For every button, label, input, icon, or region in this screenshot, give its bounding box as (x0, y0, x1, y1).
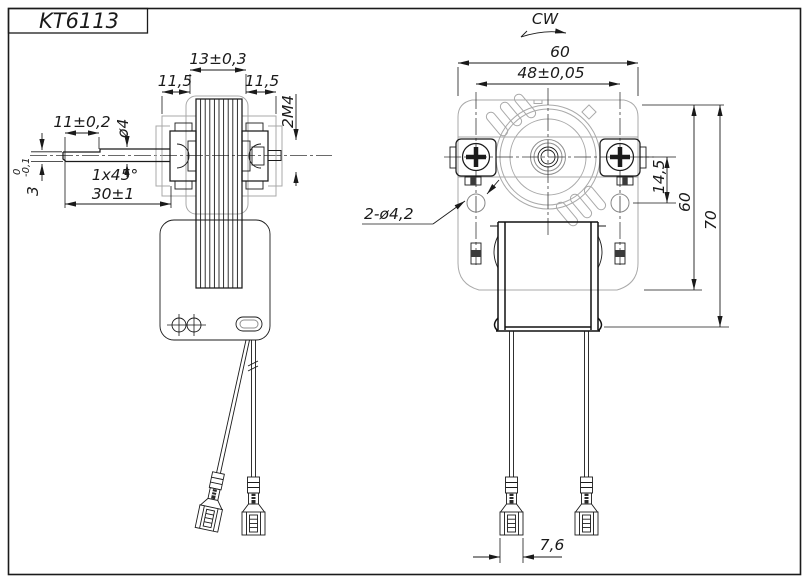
dim-shaft-length: 30±1 (92, 185, 135, 203)
dim-right-offset: 11,5 (245, 72, 280, 90)
svg-text:0: 0 (12, 169, 23, 175)
plate-screws (167, 314, 206, 336)
bearing-right (241, 122, 269, 190)
shaft (62, 148, 282, 163)
terminal-connector (574, 476, 599, 536)
dim-flat-length: 11±0,2 (53, 113, 110, 131)
dim-flat-height: 3 0 -0,1 (12, 157, 42, 196)
coil-windings (485, 93, 607, 227)
front-view-dimensions: CW 60 48±0,05 2-ø4,2 14,5 60 (362, 10, 729, 563)
terminal-connector (194, 470, 231, 533)
mounting-plate (159, 219, 271, 341)
endbell-right (242, 115, 277, 197)
svg-text:3: 3 (24, 186, 42, 196)
terminal-connector (499, 476, 524, 536)
dim-terminal-width: 7,6 (540, 536, 565, 554)
dim-body-height: 60 (676, 192, 694, 212)
mount-ear-left (449, 138, 497, 177)
phillips-screw (466, 147, 486, 167)
terminal-connector (241, 476, 266, 536)
plate-slot (235, 316, 263, 332)
endbell-left (161, 115, 196, 197)
lamination-stack (195, 98, 243, 289)
front-view: CW 60 48±0,05 2-ø4,2 14,5 60 (362, 10, 729, 563)
side-view-dimensions: 13±0,3 11,5 11,5 2M4 ø4 11±0,2 (12, 50, 299, 208)
dim-body-width: 60 (550, 43, 570, 61)
border: KT6113 (7, 7, 802, 576)
rotation-arrow (520, 28, 567, 38)
coil-bobbin (185, 95, 249, 215)
phillips-screw (610, 147, 630, 167)
lead-wires-front (509, 331, 589, 477)
dim-mount-spacing: 48±0,05 (517, 64, 584, 82)
dim-mount-holes: 2-ø4,2 (364, 205, 414, 223)
dim-left-offset: 11,5 (158, 72, 193, 90)
part-number: KT6113 (39, 9, 119, 33)
lead-wires-side (216, 339, 259, 477)
rotation-label: CW (532, 10, 559, 28)
stator-terminals (464, 176, 634, 265)
dim-chamfer: 1x45° (92, 166, 139, 184)
side-view: 13±0,3 11,5 11,5 2M4 ø4 11±0,2 (12, 50, 332, 536)
dim-overall-height: 70 (702, 210, 720, 230)
lamination-rivet (581, 104, 597, 120)
bearing-left (169, 122, 197, 190)
svg-text:-0,1: -0,1 (21, 157, 32, 177)
mount-hole-right (610, 193, 630, 213)
dim-stack-width: 13±0,3 (189, 50, 246, 68)
mount-hole-left (466, 193, 486, 213)
dim-shaft-diameter: ø4 (114, 119, 132, 139)
title-block (7, 7, 149, 34)
mount-ear-right (599, 138, 647, 177)
dim-thread: 2M4 (279, 95, 297, 128)
mounting-bracket (490, 221, 606, 332)
dim-hole-offset: 14,5 (650, 159, 668, 194)
